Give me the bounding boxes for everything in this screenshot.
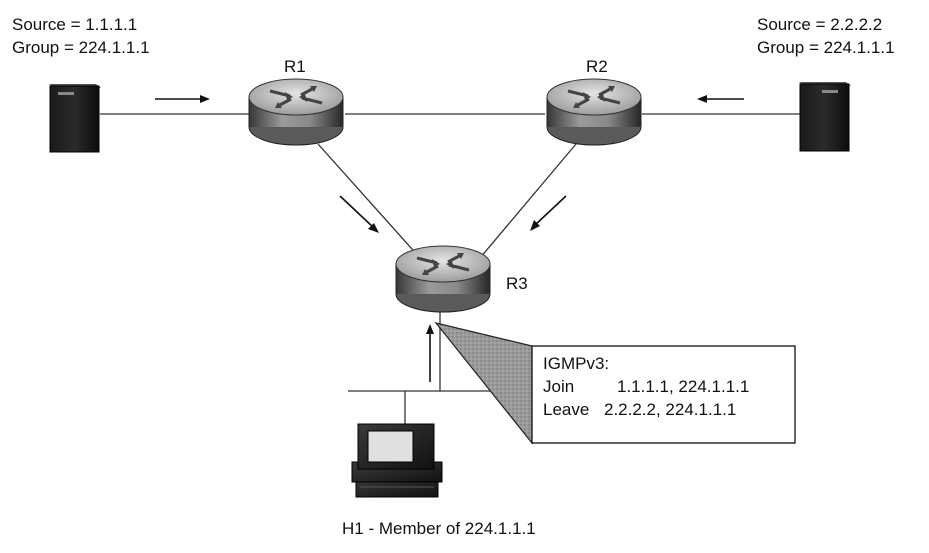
callout-leave-value: 2.2.2.2, 224.1.1.1 — [604, 400, 737, 419]
callout-join-value: 1.1.1.1, 224.1.1.1 — [617, 377, 750, 396]
source-right-group-label: Group = 224.1.1.1 — [757, 38, 895, 57]
router-r1-icon — [248, 78, 344, 146]
arrow-server1-to-r1 — [155, 95, 210, 103]
router-r1-label: R1 — [284, 57, 306, 76]
arrow-server2-to-r2 — [697, 95, 744, 103]
callout-title: IGMPv3: — [543, 354, 610, 373]
callout-pointer — [434, 322, 533, 445]
callout-box — [531, 345, 796, 444]
router-r2-icon — [546, 78, 642, 146]
router-r2-label: R2 — [586, 57, 608, 76]
host-h1-caption: H1 - Member of 224.1.1.1 — [342, 519, 536, 538]
router-r3-icon — [395, 245, 491, 313]
router-r3-label: R3 — [506, 274, 528, 293]
callout-join-keyword: Join — [543, 377, 575, 396]
callout-leave-keyword: Leave — [543, 400, 590, 419]
link-r2-r3 — [479, 143, 577, 259]
source-server-right — [799, 82, 851, 152]
source-server-left — [49, 84, 101, 153]
host-h1-computer-icon — [351, 423, 443, 498]
link-r1-r3 — [317, 143, 421, 259]
source-right-source-label: Source = 2.2.2.2 — [757, 15, 883, 34]
arrow-r2-to-r3 — [530, 195, 567, 231]
arrow-h1-to-r3 — [426, 324, 434, 382]
arrow-r1-to-r3 — [339, 195, 379, 233]
source-left-group-label: Group = 224.1.1.1 — [12, 38, 150, 57]
source-left-source-label: Source = 1.1.1.1 — [12, 15, 138, 34]
